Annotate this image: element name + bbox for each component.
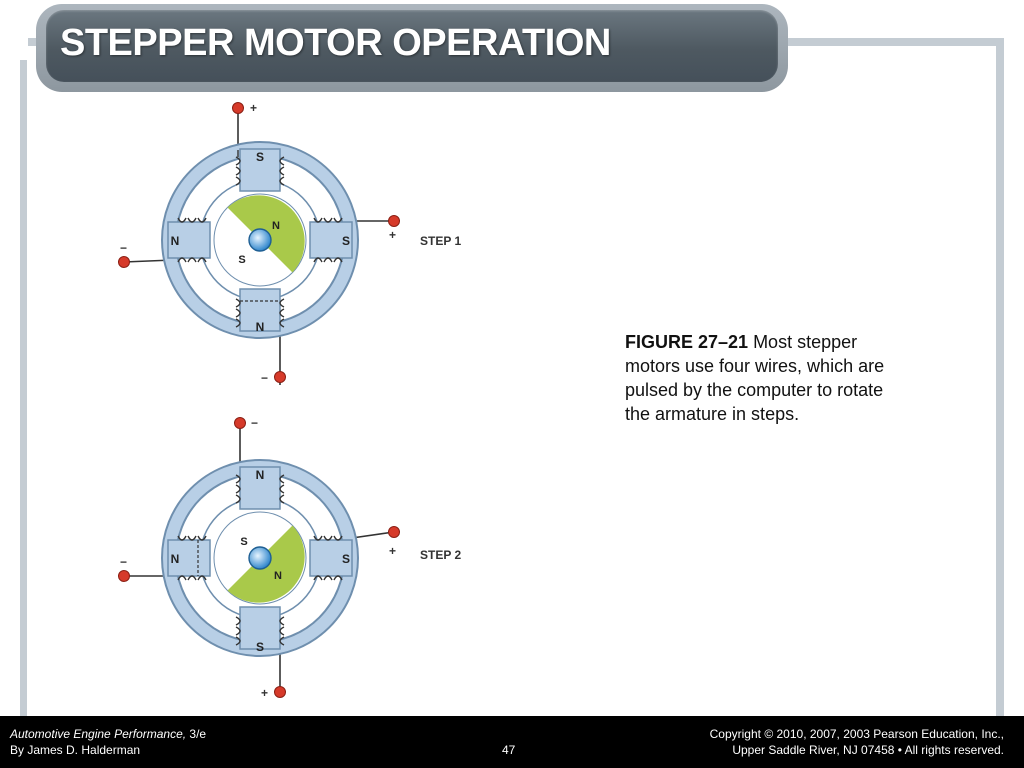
motor-step2: N S N S N S − + − + STEP 2 [118,416,461,700]
page-number: 47 [502,743,516,757]
frame-left-border [20,60,27,716]
terminal-sign-left-step2: − [120,555,127,569]
rotor-label-south-step2: S [240,536,247,548]
coil-label-top-step1: S [256,150,264,164]
coil-label-right-step2: S [342,552,350,566]
coil-label-bottom-step1: N [256,320,265,334]
terminal-sign-top-step1: + [250,101,257,115]
terminal-left-step2 [118,570,130,582]
coil-label-left-step1: N [171,234,180,248]
frame-right-border [996,38,1004,716]
terminal-right-step2 [388,526,400,538]
terminal-top-step1 [232,102,244,114]
pole-top-step1 [235,148,285,192]
footer-book: Automotive Engine Performance, 3/e [10,727,206,741]
terminal-bottom-step1 [274,371,286,383]
rotor-label-north-step2: N [274,570,282,582]
pole-right-step1 [309,217,353,263]
terminal-sign-right-step2: + [389,544,396,558]
terminal-sign-bottom-step1: − [261,371,268,385]
terminal-left-step1 [118,256,130,268]
figure-caption: FIGURE 27–21 Most stepper motors use fou… [625,330,900,426]
motor-step1: S N N S N S + + − − STEP 1 [118,101,461,385]
terminal-sign-right-step1: + [389,228,396,242]
terminal-right-step1 [388,215,400,227]
footer-copyright-line2: Upper Saddle River, NJ 07458 • All right… [732,743,1004,757]
pole-bottom-step1 [235,288,285,332]
pole-top-step2 [235,466,285,510]
pole-right-step2 [309,535,353,581]
coil-label-left-step2: N [171,552,180,566]
rotor-label-south-step1: S [238,254,245,266]
terminal-sign-bottom-step2: + [261,686,268,700]
figure-caption-text: Most stepper motors use four wires, whic… [625,332,885,424]
footer-edition: 3/e [186,727,207,741]
coil-label-top-step2: N [256,468,265,482]
rotor-label-north-step1: N [272,220,280,232]
step2-label: STEP 2 [420,548,461,562]
pole-bottom-step2 [235,606,285,650]
slide-title: STEPPER MOTOR OPERATION [60,22,611,64]
rotor-step2 [213,511,307,605]
footer-author: By James D. Halderman [10,743,141,757]
step1-label: STEP 1 [420,234,461,248]
terminal-sign-left-step1: − [120,241,127,255]
rotor-step1 [213,193,307,287]
terminal-top-step2 [234,417,246,429]
pole-left-step1 [167,217,211,263]
pole-left-step2 [167,535,211,581]
figure-caption-label: FIGURE 27–21 [625,332,749,352]
terminal-bottom-step2 [274,686,286,698]
footer-copyright-line1: Copyright © 2010, 2007, 2003 Pearson Edu… [709,727,1004,741]
title-bar-inner [46,10,778,82]
stepper-motor-diagram: S N N S N S + + − − STEP 1 [118,101,461,700]
footer-bar: Automotive Engine Performance, 3/e By Ja… [0,716,1024,768]
coil-label-bottom-step2: S [256,640,264,654]
footer-book-title: Automotive Engine Performance, [10,727,187,741]
terminal-sign-top-step2: − [251,416,258,430]
coil-label-right-step1: S [342,234,350,248]
